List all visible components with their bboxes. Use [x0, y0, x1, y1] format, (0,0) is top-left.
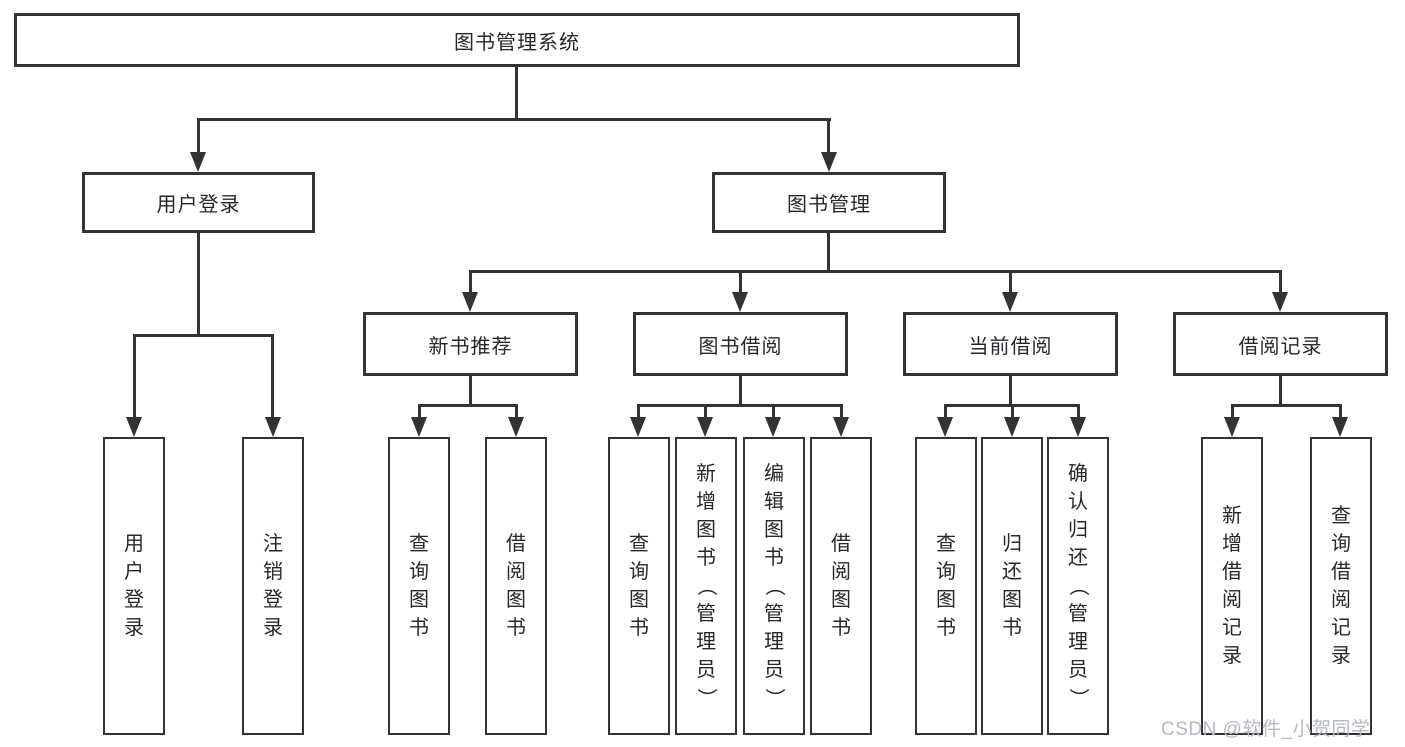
connector-line	[271, 334, 274, 418]
arrow-down-icon	[765, 417, 781, 437]
connector-line	[418, 404, 421, 418]
connector-line	[1009, 270, 1012, 294]
arrow-down-icon	[1332, 417, 1348, 437]
leaf-add-borrow-record: 新增借阅记录	[1201, 437, 1263, 735]
leaf-borrow-books-recommend: 借阅图书	[485, 437, 547, 735]
connector-line	[469, 376, 472, 407]
leaf-label: 查询图书	[409, 533, 429, 639]
connector-line	[1231, 404, 1234, 418]
leaf-label: 查询借阅记录	[1331, 505, 1351, 667]
arrow-down-icon	[630, 417, 646, 437]
connector-line	[840, 404, 843, 418]
leaf-label: 新增图书（管理员）	[695, 463, 717, 708]
leaf-confirm-return-admin: 确认归还（管理员）	[1047, 437, 1109, 735]
node-library-system: 图书管理系统	[14, 13, 1020, 67]
connector-line	[197, 118, 831, 121]
node-new-book-recommend: 新书推荐	[363, 312, 578, 376]
watermark: CSDN @软件_小贺同学	[1161, 719, 1371, 740]
connector-line	[827, 118, 830, 153]
leaf-query-books-borrowing: 查询图书	[608, 437, 670, 735]
connector-line	[1077, 404, 1080, 418]
leaf-return-books: 归还图书	[981, 437, 1043, 735]
connector-line	[197, 118, 200, 153]
leaf-query-books-recommend: 查询图书	[388, 437, 450, 735]
connector-line	[1279, 270, 1282, 294]
leaf-query-books-current: 查询图书	[915, 437, 977, 735]
connector-line	[418, 404, 518, 407]
connector-line	[1231, 404, 1342, 407]
connector-line	[772, 404, 775, 418]
connector-line	[637, 404, 843, 407]
arrow-down-icon	[937, 417, 953, 437]
leaf-label: 查询图书	[936, 533, 956, 639]
leaf-borrow-books: 借阅图书	[810, 437, 872, 735]
arrow-down-icon	[1004, 417, 1020, 437]
connector-line	[515, 404, 518, 418]
leaf-logout: 注销登录	[242, 437, 304, 735]
connector-line	[515, 67, 518, 119]
connector-line	[704, 404, 707, 418]
connector-line	[739, 270, 742, 294]
arrow-down-icon	[1002, 292, 1018, 312]
leaf-user-login: 用户登录	[103, 437, 165, 735]
connector-line	[944, 404, 947, 418]
arrow-down-icon	[833, 417, 849, 437]
leaf-label: 查询图书	[629, 533, 649, 639]
arrow-down-icon	[1224, 417, 1240, 437]
node-user-login: 用户登录	[82, 172, 315, 233]
connector-line	[1011, 404, 1014, 418]
node-current-borrowing: 当前借阅	[903, 312, 1118, 376]
leaf-label: 归还图书	[1002, 533, 1022, 639]
arrow-down-icon	[462, 292, 478, 312]
arrow-down-icon	[126, 417, 142, 437]
leaf-label: 借阅图书	[506, 533, 526, 639]
arrow-down-icon	[411, 417, 427, 437]
arrow-down-icon	[732, 292, 748, 312]
connector-line	[1009, 376, 1012, 407]
leaf-label: 注销登录	[263, 533, 283, 639]
arrow-down-icon	[697, 417, 713, 437]
node-book-borrowing: 图书借阅	[633, 312, 848, 376]
connector-line	[739, 376, 742, 407]
arrow-down-icon	[1070, 417, 1086, 437]
arrow-down-icon	[1272, 292, 1288, 312]
arrow-down-icon	[821, 152, 837, 172]
leaf-label: 确认归还（管理员）	[1067, 463, 1089, 708]
node-book-management: 图书管理	[712, 172, 946, 233]
leaf-label: 借阅图书	[831, 533, 851, 639]
leaf-query-borrow-record: 查询借阅记录	[1310, 437, 1372, 735]
leaf-label: 用户登录	[124, 533, 144, 639]
connector-line	[133, 334, 274, 337]
connector-line	[133, 334, 136, 418]
connector-line	[469, 270, 472, 294]
leaf-edit-books-admin: 编辑图书（管理员）	[743, 437, 805, 735]
connector-line	[197, 233, 200, 337]
leaf-label: 新增借阅记录	[1222, 505, 1242, 667]
arrow-down-icon	[508, 417, 524, 437]
connector-line	[1339, 404, 1342, 418]
arrow-down-icon	[265, 417, 281, 437]
leaf-add-books-admin: 新增图书（管理员）	[675, 437, 737, 735]
node-borrowing-records: 借阅记录	[1173, 312, 1388, 376]
connector-line	[469, 270, 1282, 273]
connector-line	[1279, 376, 1282, 407]
connector-line	[827, 233, 830, 273]
arrow-down-icon	[190, 152, 206, 172]
leaf-label: 编辑图书（管理员）	[763, 463, 785, 708]
connector-line	[637, 404, 640, 418]
